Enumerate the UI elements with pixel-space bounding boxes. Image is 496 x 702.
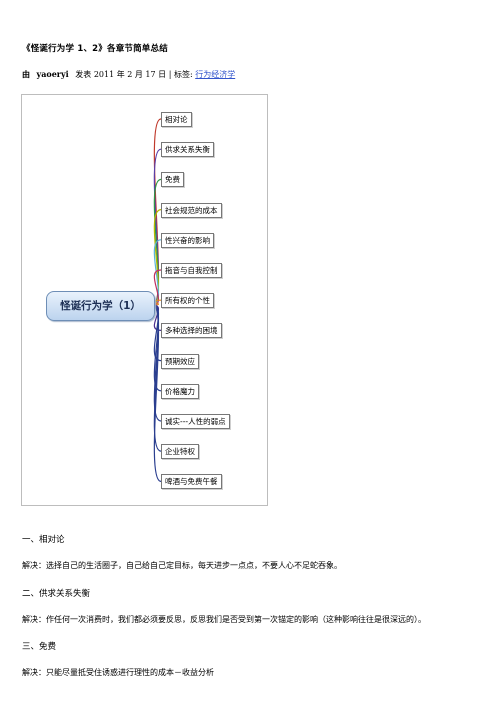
meta-by: 由 [22, 69, 30, 79]
mindmap-branch-node: 啤酒与免费午餐 [161, 474, 222, 490]
mindmap-branch-node: 多种选择的困境 [161, 323, 222, 339]
article-title: 《怪诞行为学 1、2》各章节简单总结 [22, 44, 168, 54]
mindmap-branch-node: 供求关系失衡 [161, 142, 214, 158]
mindmap-branch-node: 相对论 [161, 112, 192, 127]
mindmap-branch-node: 性兴奋的影响 [161, 232, 214, 248]
meta-tag-label: 标签: [173, 70, 193, 79]
mindmap-branch-node: 拖音与自我控制 [161, 263, 222, 278]
mindmap-branch-node: 所有权的个性 [161, 293, 214, 309]
section-body: 解决：作任何一次消费时，我们都必须要反思，反思我们是否受到第一次锚定的影响（这种… [22, 615, 426, 624]
section-body: 解决：选择自己的生活圈子，自己给自己定目标，每天进步一点点，不要人心不足蛇吞象。 [22, 561, 342, 570]
section-heading: 三、免费 [22, 642, 57, 652]
meta-posted: 发表 [75, 70, 92, 79]
mindmap-branch-node: 社会规范的成本 [161, 202, 222, 218]
mindmap-branch-node: 企业特权 [161, 444, 199, 460]
section-heading: 一、相对论 [22, 535, 65, 545]
meta-author[interactable]: yaoeryi [36, 69, 69, 79]
section-heading: 二、供求关系失衡 [22, 589, 91, 599]
mindmap-connector [152, 209, 162, 306]
mindmap-branch-node: 免费 [161, 172, 184, 188]
mindmap-connector [152, 304, 162, 482]
mindmap-branch-node: 预期效应 [161, 353, 199, 369]
mindmap-image: 怪诞行为学（1） 相对论供求关系失衡免费社会规范的成本性兴奋的影响拖音与自我控制… [21, 94, 268, 506]
mindmap-connectors [152, 118, 167, 489]
post-meta: 由 yaoeryi 发表 2011 年 2 月 17 日 | 标签: 行为经济学 [22, 69, 235, 80]
mindmap-root-node: 怪诞行为学（1） [46, 291, 155, 321]
meta-separator: | [168, 70, 172, 79]
mindmap-branch-node: 价格魔力 [161, 383, 199, 399]
section-body: 解决：只能尽量抵受住诱惑进行理性的成本－收益分析 [22, 668, 214, 677]
meta-date: 2011 年 2 月 17 日 [93, 70, 167, 79]
mindmap-branch-node: 诚实---人性的弱点 [161, 414, 230, 429]
meta-tag-link[interactable]: 行为经济学 [195, 70, 236, 79]
mindmap-connector [152, 269, 162, 306]
